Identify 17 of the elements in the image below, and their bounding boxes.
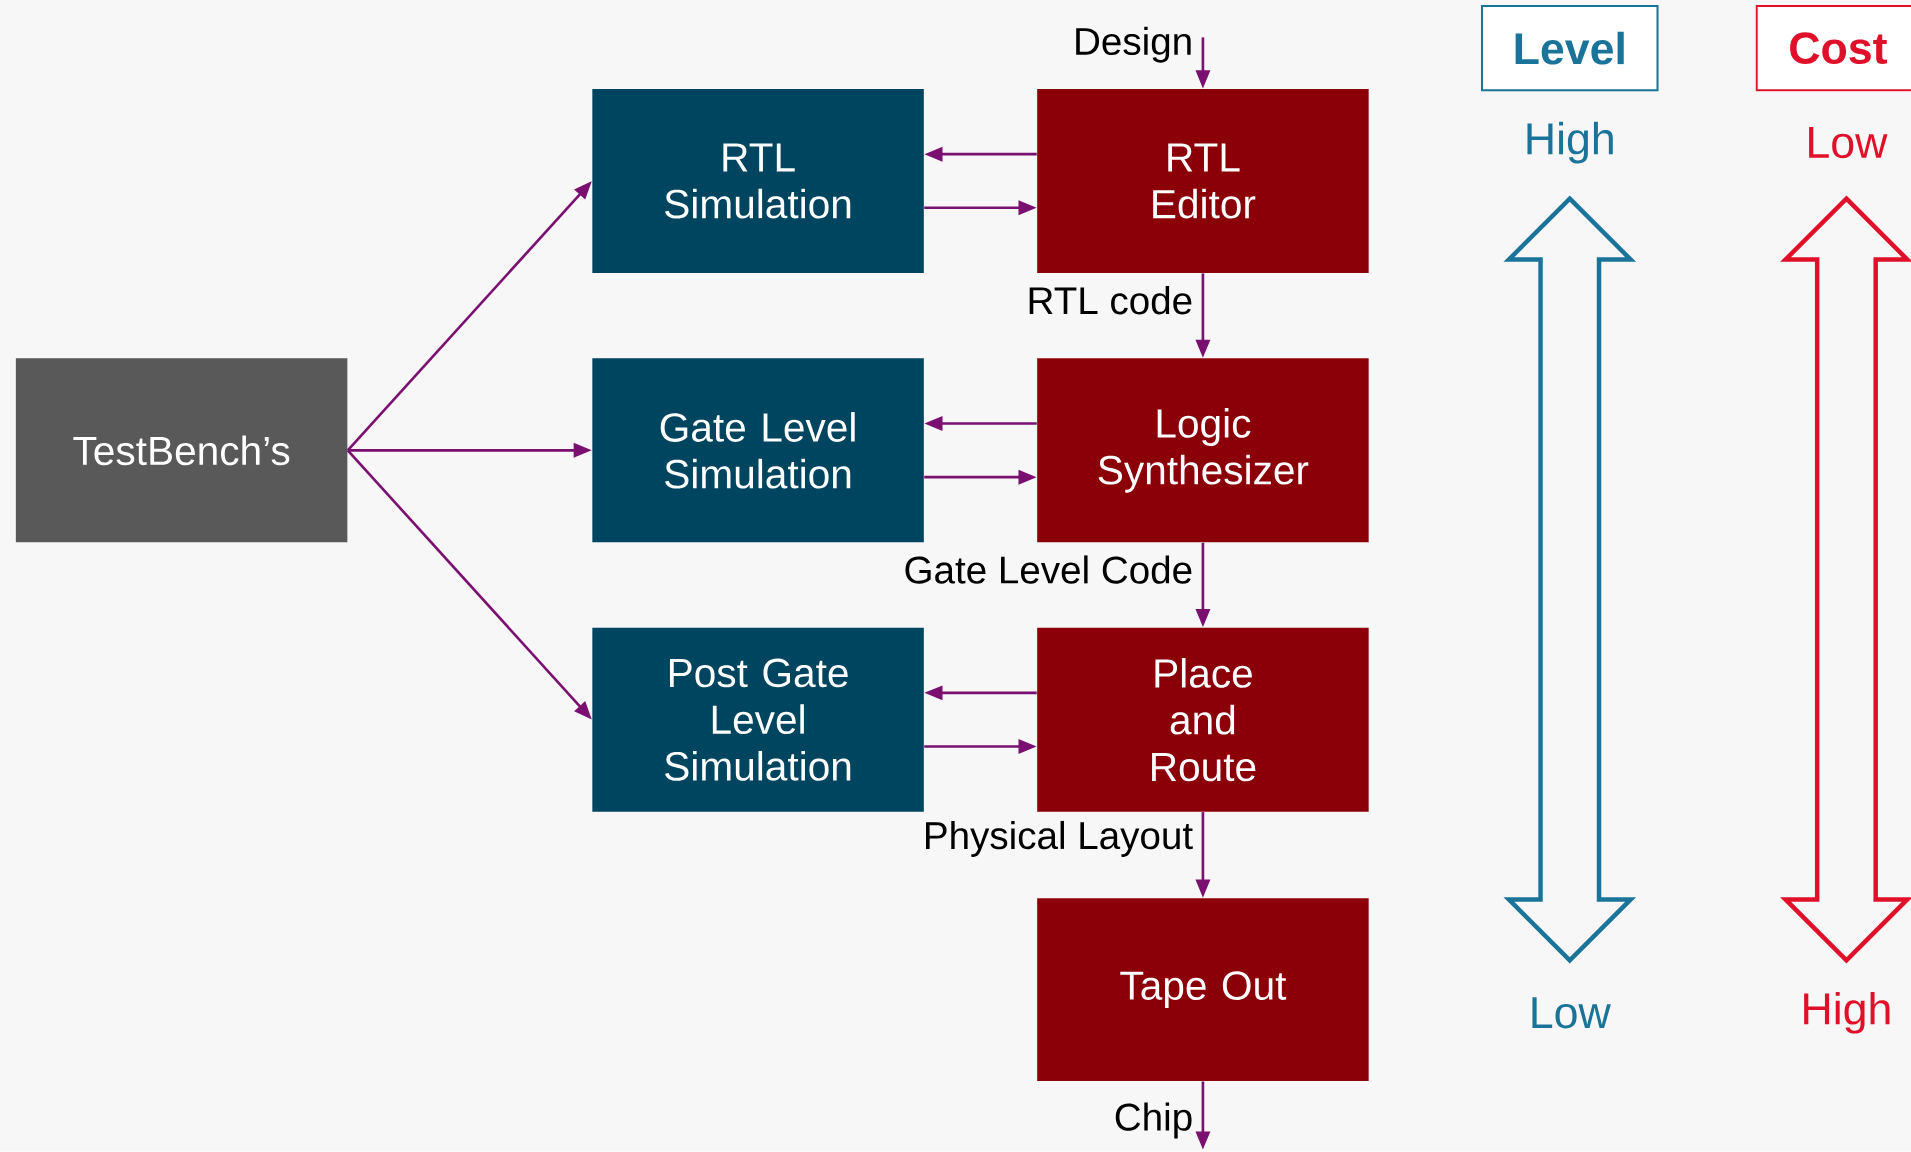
edge-label: Design: [1076, 26, 1191, 63]
process-box: Tape Out: [1037, 898, 1369, 1082]
edge-label: Chip: [1115, 1102, 1192, 1139]
scale-label: Low: [1532, 997, 1611, 1029]
scale-label: High: [1804, 992, 1890, 1034]
process-box: Place and Route: [1037, 627, 1369, 812]
heading-box: Level: [1481, 5, 1659, 92]
process-box: Gate Level Simulation: [592, 358, 924, 543]
process-box: TestBench’s: [15, 358, 348, 543]
edge-label: Physical Layout: [926, 821, 1193, 858]
edge-label: RTL code: [1029, 286, 1192, 315]
heading-box: Cost: [1755, 5, 1911, 92]
process-box: Post Gate Level Simulation: [592, 627, 924, 812]
process-box: RTL Simulation: [592, 89, 924, 274]
process-box: RTL Editor: [1037, 89, 1369, 274]
process-box: Logic Synthesizer: [1037, 358, 1369, 543]
edge-label: Gate Level Code: [905, 555, 1192, 584]
